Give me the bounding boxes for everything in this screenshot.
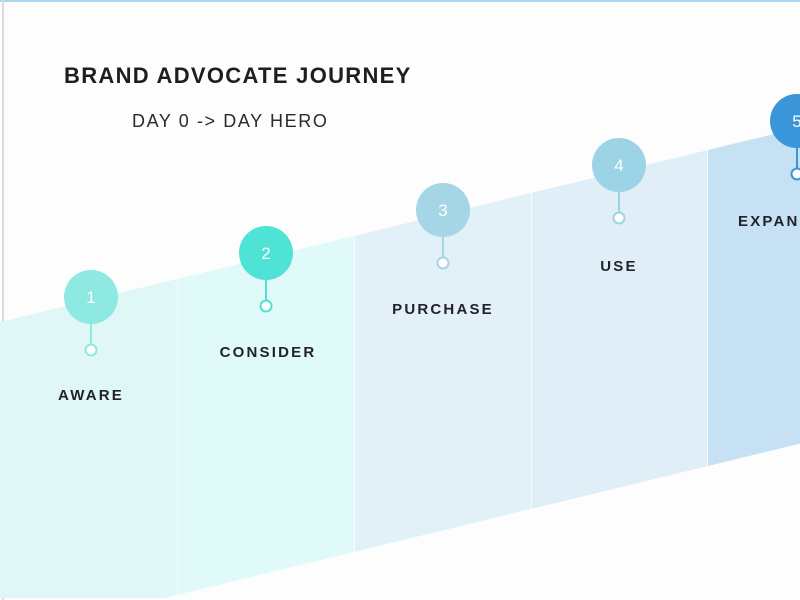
stage-label: USE [600,258,637,275]
marker-dot [436,256,450,270]
marker-dot [790,167,800,181]
stage-panel [178,235,355,595]
stage-label: AWARE [58,387,124,404]
marker-dot [84,343,98,357]
stage-panel [532,149,708,509]
step-number: 5 [792,112,800,131]
stage-label: EXPAN [738,213,800,230]
step-number-badge [64,270,118,324]
left-border [2,0,4,600]
step-number-badge [239,226,293,280]
top-border [0,0,800,2]
step-number: 4 [614,156,623,175]
step-number: 1 [86,288,95,307]
marker-dot [259,299,273,313]
stage-aware [0,278,179,598]
marker-dot [612,211,626,225]
stage-panel [355,192,532,552]
stage-label: PURCHASE [392,301,494,318]
step-number-badge [770,94,800,148]
step-number: 3 [438,201,447,220]
stage-label: CONSIDER [220,344,317,361]
step-number-badge [416,183,470,237]
page-subtitle: DAY 0 -> DAY HERO [132,111,329,131]
step-number: 2 [261,244,270,263]
stage-panel [708,127,800,466]
stage-panel [0,278,178,598]
step-number-badge [592,138,646,192]
stage-expan [708,127,800,466]
page-title: BRAND ADVOCATE JOURNEY [64,63,412,88]
